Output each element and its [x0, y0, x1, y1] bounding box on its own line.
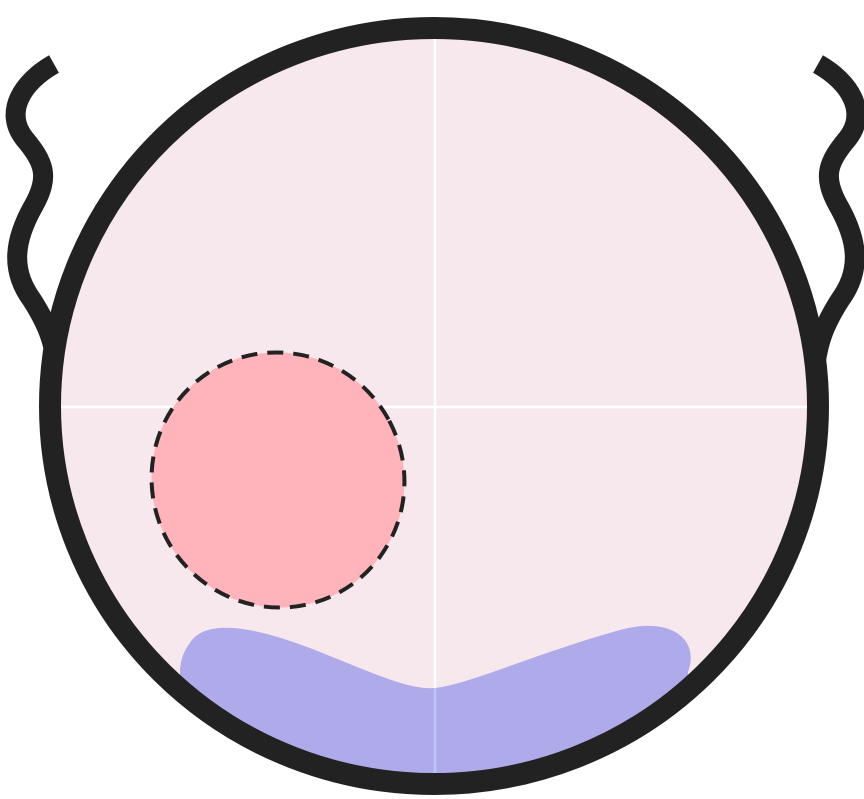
diagram-canvas — [0, 0, 864, 799]
eye-diagram — [0, 0, 864, 799]
